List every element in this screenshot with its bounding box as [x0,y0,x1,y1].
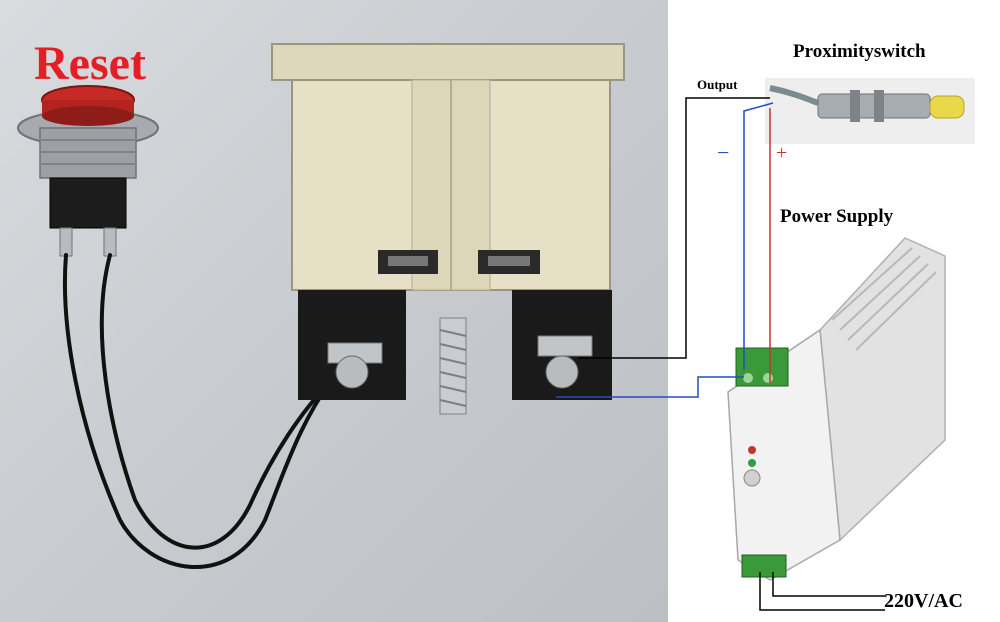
psu-ac-terminal [741,554,787,578]
psu-led-red [748,446,756,454]
proximity-sensor [765,78,975,144]
negative-wire-counter [556,376,744,398]
reset-wire-1 [62,253,342,570]
counter-unit [271,43,625,415]
screw-right-bottom [545,355,579,389]
psu-front [727,328,841,581]
ac-wire-l [772,572,885,597]
screw-right-top [537,335,593,357]
ac-input-label: 220V/AC [884,590,963,612]
power-supply-unit [727,237,946,581]
sensor-cable [769,85,820,106]
counter-front-bezel [271,43,625,81]
minus-label: − [717,140,730,165]
negative-wire-sensor [743,102,774,370]
reset-button-base [49,177,127,229]
sensor-tip [929,95,965,119]
proximity-switch-label: Proximityswitch [793,41,926,62]
reset-wires [62,253,342,570]
output-label: Output [697,77,738,92]
reset-button [17,85,159,257]
power-supply-label: Power Supply [780,206,894,227]
psu-volt-adj [743,469,761,487]
psu-led-green [748,459,756,467]
reset-wire-2 [99,253,342,550]
reset-label: Reset [34,37,146,90]
plus-label: + [776,142,788,164]
circuit-wires [556,97,885,611]
ac-wire-n [759,572,885,611]
output-wire [578,97,770,359]
screw-left-bottom [335,355,369,389]
psu-side [819,237,946,542]
